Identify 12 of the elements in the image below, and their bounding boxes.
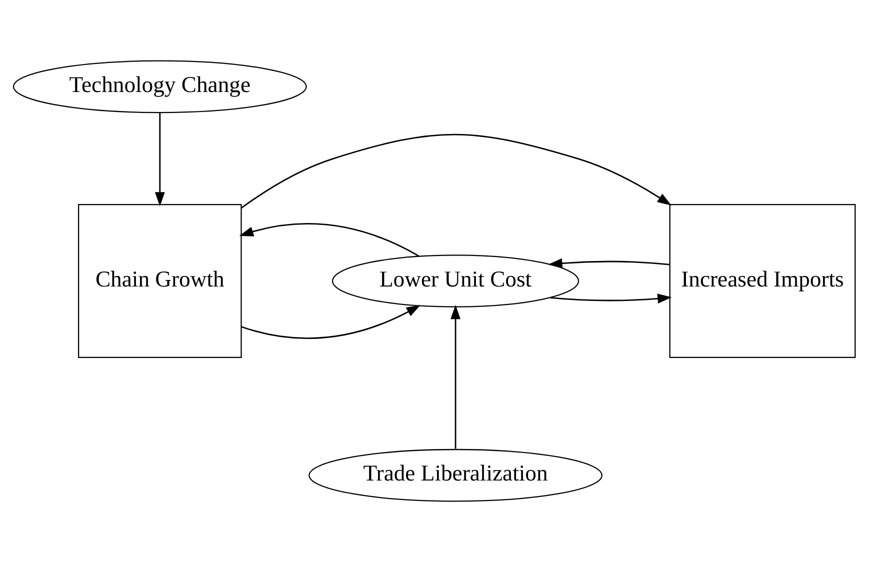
arrow	[450, 304, 460, 449]
arrow	[154, 112, 165, 206]
arrow	[239, 223, 420, 257]
node-ellipse: Lower Unit Cost	[332, 254, 580, 308]
node-ellipse: Technology Change	[12, 60, 307, 114]
arrow	[550, 294, 672, 304]
node-box: Increased Imports	[669, 204, 856, 358]
node-box: Chain Growth	[78, 204, 242, 358]
arrow	[241, 304, 421, 339]
arrow	[548, 258, 670, 268]
arrow	[241, 134, 672, 209]
node-ellipse: Trade Liberalization	[308, 448, 602, 502]
